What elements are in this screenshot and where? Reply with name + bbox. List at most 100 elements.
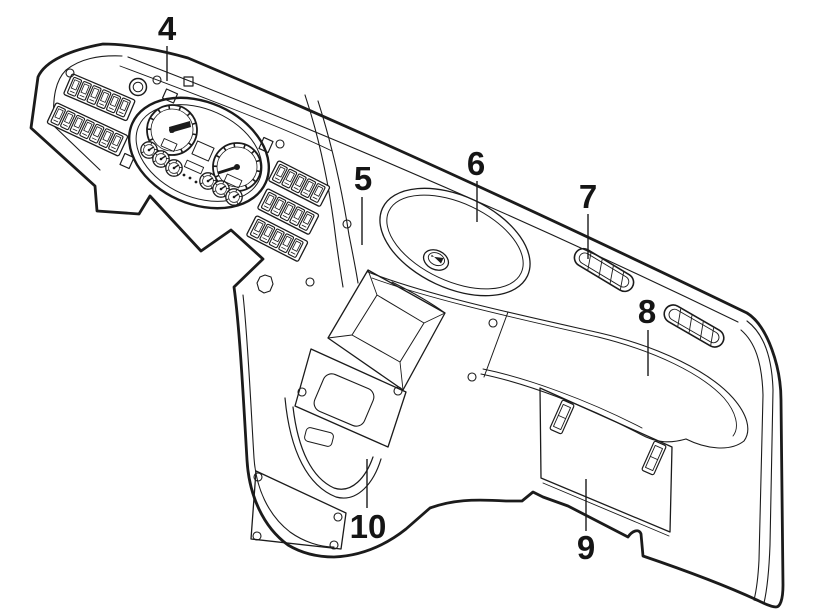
rocker-switch: [261, 191, 277, 212]
bottom-access-panel: [250, 470, 347, 550]
glovebox-door-bottom-line: [542, 482, 670, 537]
cluster-ring-outer: [127, 96, 271, 210]
small-gauge: [152, 150, 170, 168]
cluster-tab-top: [161, 88, 179, 104]
panel-seam-line-2: [317, 100, 359, 284]
rocker-switch: [106, 93, 122, 114]
rocker-switch: [79, 119, 95, 139]
rocker-switch: [108, 132, 124, 153]
tach-window: [223, 173, 243, 189]
screw-hole: [393, 386, 403, 396]
switch-bank-5: [246, 215, 309, 262]
screw-hole: [152, 75, 162, 85]
fascia-seam: [483, 311, 509, 378]
right-edge-bottom-close: [753, 599, 777, 608]
ignition-switch: [128, 77, 148, 97]
lower-cowl: [242, 294, 382, 550]
radio-slot: [313, 373, 375, 427]
rocker-switch: [287, 238, 304, 258]
small-gauge: [140, 141, 158, 159]
cluster-tab-left: [119, 152, 135, 170]
callout-7-label: 7: [579, 178, 597, 215]
center-console: [294, 269, 446, 448]
glovebox-door: [539, 387, 673, 533]
rocker-switch: [268, 228, 285, 249]
door-latch-1: [549, 399, 575, 435]
rocker-switch: [272, 163, 288, 184]
rocker-switch: [60, 110, 76, 131]
small-gauge: [165, 159, 183, 177]
rocker-switch: [69, 114, 86, 135]
fascia-crease: [391, 281, 446, 314]
left-panel-lip-line: [119, 65, 333, 152]
panel-seam-line-1: [304, 94, 344, 288]
dashboard-outline: [29, 42, 785, 609]
fascia-band-upper-inner: [371, 277, 737, 437]
cowl-inner-line: [242, 294, 335, 548]
small-gauge: [199, 172, 217, 190]
speedometer: [146, 104, 198, 156]
small-gauge: [225, 188, 243, 206]
callout-8-label: 8: [638, 293, 656, 330]
radio-bezel: [294, 348, 407, 448]
rocker-switch: [270, 196, 287, 217]
switch-bank-1: [63, 73, 136, 122]
switch-bank-3: [268, 160, 331, 207]
screw-hole: [65, 68, 75, 78]
screw-hole: [333, 512, 343, 522]
right-fascia: [367, 271, 749, 537]
top-edge-inner-line: [127, 56, 739, 323]
rocker-switch: [115, 97, 131, 118]
rocker-switch: [250, 218, 266, 239]
screw-hole: [253, 472, 263, 482]
cluster-ring-inner: [135, 104, 263, 202]
defroster-vent-1: [573, 247, 635, 293]
screw-hole: [305, 277, 315, 287]
rocker-switch: [88, 123, 105, 144]
cowl-arc-outer: [284, 397, 382, 499]
rocker-switch: [279, 201, 296, 222]
rocker-switch: [298, 211, 315, 231]
sensor-square: [183, 76, 194, 87]
oval-tray: [379, 187, 531, 297]
keyhole-octagon: [256, 274, 274, 294]
screw-hole: [342, 219, 352, 229]
screw-hole: [488, 318, 498, 328]
door-latch-2: [641, 440, 667, 476]
callout-10-label: 10: [350, 508, 387, 545]
rocker-switch: [281, 168, 298, 189]
screw-hole: [252, 531, 262, 541]
rocker-switch: [50, 105, 66, 126]
right-edge-line-outer: [746, 320, 774, 604]
fascia-band-lower-inner: [482, 368, 643, 429]
defroster-vent-2: [663, 304, 725, 348]
screw-hole: [297, 387, 307, 397]
storage-recess-outer: [327, 269, 446, 391]
screw-holes: [65, 68, 498, 550]
rocker-switch: [290, 173, 307, 194]
rocker-switch: [300, 178, 317, 198]
instrument-panel-face: [52, 55, 359, 288]
switch-bank-2: [46, 102, 129, 157]
cowl-tab: [304, 427, 334, 447]
cowl-arc-inner: [292, 406, 374, 490]
rocker-switch: [96, 89, 112, 109]
rocker-switch: [86, 85, 102, 105]
rocker-switch: [67, 76, 82, 97]
tachometer-needle: [217, 165, 238, 175]
callout-6-label: 6: [467, 145, 485, 182]
callout-9-label: 9: [577, 529, 595, 566]
screw-hole: [275, 139, 285, 149]
switch-bank-4: [257, 188, 320, 235]
right-edge-line-inner: [740, 329, 764, 601]
small-gauge: [212, 180, 230, 198]
screw-hole: [329, 540, 339, 550]
rocker-switch: [309, 183, 326, 203]
fascia-band-upper: [367, 271, 749, 449]
instrument-cluster: [119, 88, 274, 210]
rocker-switch: [289, 206, 306, 226]
rocker-switch: [98, 128, 114, 148]
cluster-display: [191, 140, 215, 162]
